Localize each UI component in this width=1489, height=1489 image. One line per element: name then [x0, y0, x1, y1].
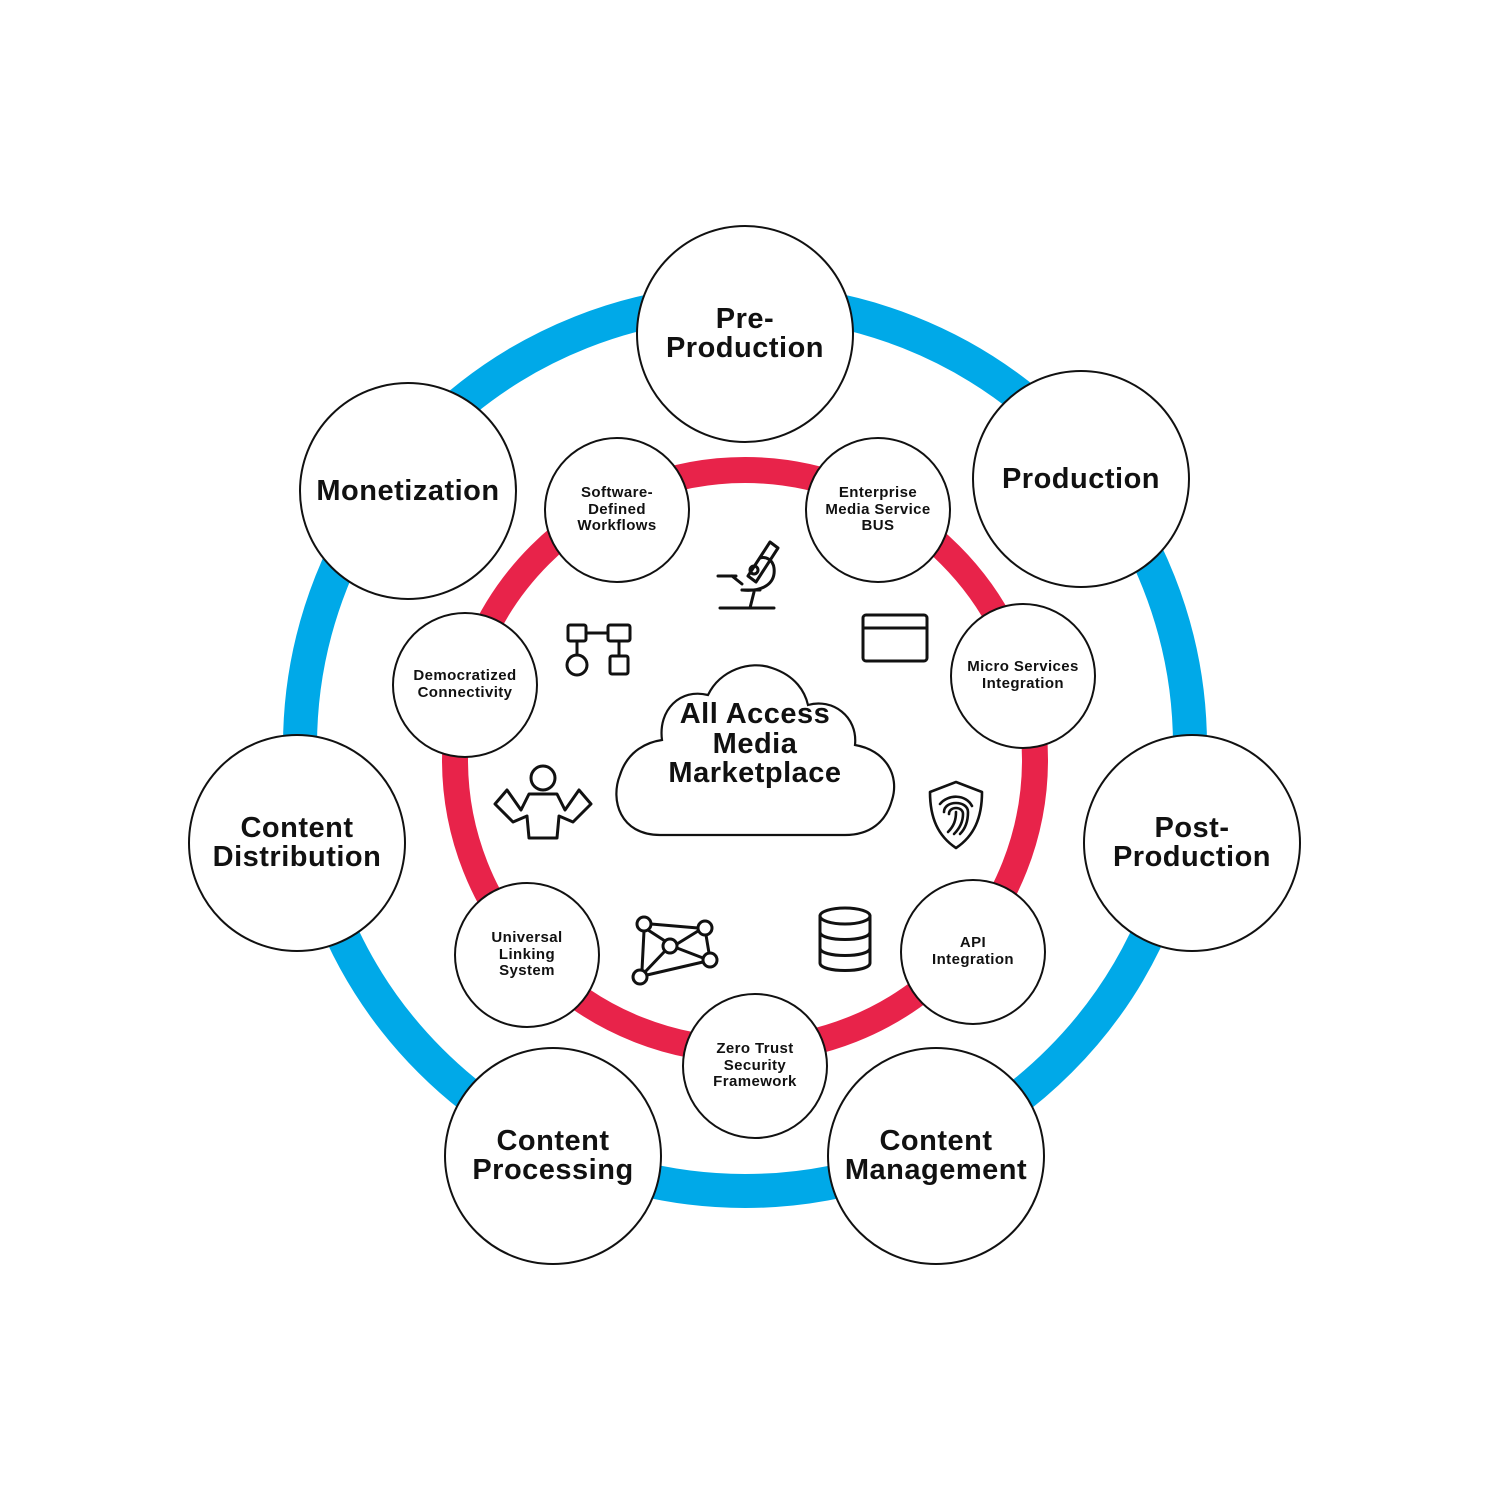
node-micro-services-integration: Micro Services Integration [950, 603, 1096, 749]
node-post-production: Post- Production [1083, 734, 1301, 952]
node-label: Content Management [844, 1125, 1028, 1186]
window-icon [860, 612, 930, 664]
node-label: Zero Trust Security Framework [713, 1039, 797, 1091]
node-content-management: Content Management [827, 1047, 1045, 1265]
node-label: Monetization [316, 474, 500, 507]
person-icon [493, 760, 593, 840]
node-zero-trust-security-framework: Zero Trust Security Framework [682, 993, 828, 1139]
network-graph-icon [630, 914, 725, 989]
node-label: Enterprise Media Service BUS [825, 483, 931, 535]
node-production: Production [972, 370, 1190, 588]
node-api-integration: API Integration [900, 879, 1046, 1025]
node-label: Software- Defined Workflows [577, 483, 657, 535]
node-monetization: Monetization [299, 382, 517, 600]
node-label: Post- Production [1112, 812, 1272, 873]
node-content-processing: Content Processing [444, 1047, 662, 1265]
node-label: Content Distribution [212, 812, 382, 873]
node-label: Universal Linking System [491, 928, 563, 980]
flowchart-icon [563, 620, 638, 680]
node-pre-production: Pre- Production [636, 225, 854, 443]
node-label: Pre- Production [665, 303, 825, 364]
node-software-defined-workflows: Software- Defined Workflows [544, 437, 690, 583]
cloud-shape [615, 664, 896, 837]
node-label: API Integration [932, 934, 1014, 968]
node-democratized-connectivity: Democratized Connectivity [392, 612, 538, 758]
database-icon [815, 905, 875, 975]
node-content-distribution: Content Distribution [188, 734, 406, 952]
node-universal-linking-system: Universal Linking System [454, 882, 600, 1028]
center-label: All Access Media Marketplace [668, 698, 842, 790]
fingerprint-shield-icon [926, 778, 986, 852]
node-label: Micro Services Integration [967, 658, 1079, 692]
node-enterprise-media-service-bus: Enterprise Media Service BUS [805, 437, 951, 583]
node-label: Democratized Connectivity [413, 667, 517, 701]
microscope-icon [712, 536, 782, 612]
node-label: Production [1001, 462, 1161, 495]
node-label: Content Processing [472, 1125, 634, 1186]
